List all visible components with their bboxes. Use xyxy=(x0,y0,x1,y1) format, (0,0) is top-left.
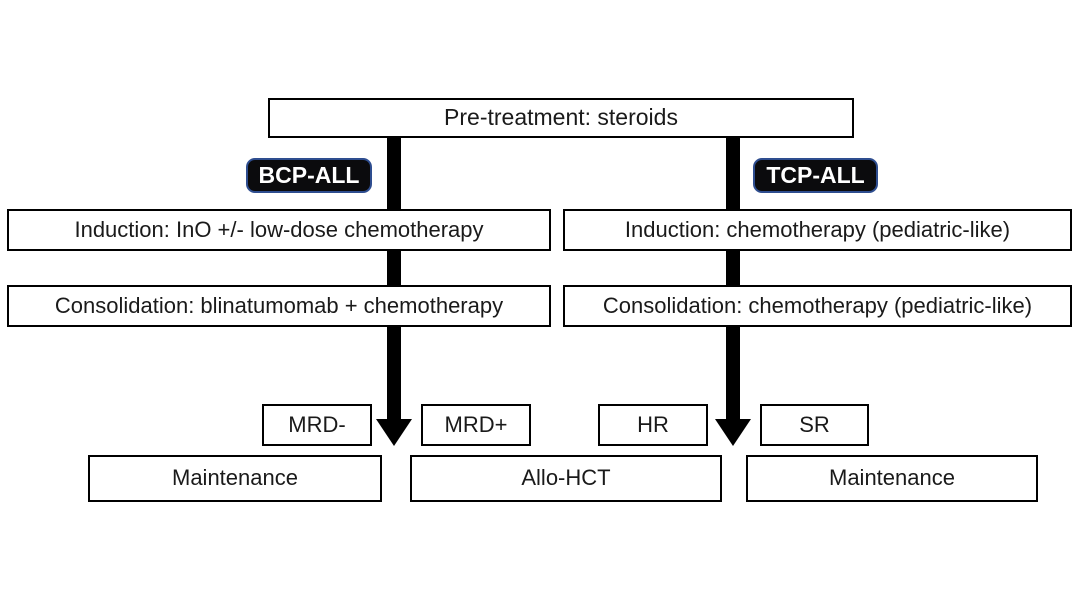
bcp-induction-box: Induction: InO +/- low-dose chemotherapy xyxy=(7,209,551,251)
tcp-consolidation-box: Consolidation: chemotherapy (pediatric-l… xyxy=(563,285,1072,327)
allo-hct-box: Allo-HCT xyxy=(410,455,722,502)
standard-risk-box: SR xyxy=(760,404,869,446)
mrd-positive-label: MRD+ xyxy=(444,411,508,437)
bcp-consolidation-label: Consolidation: blinatumomab + chemothera… xyxy=(54,292,504,318)
bcp-all-badge-label: BCP-ALL xyxy=(258,162,360,188)
high-risk-box: HR xyxy=(598,404,708,446)
tcp-induction-box: Induction: chemotherapy (pediatric-like) xyxy=(563,209,1072,251)
mrd-negative-label: MRD- xyxy=(288,411,346,437)
bcp-flow-arrowhead-icon xyxy=(376,419,412,446)
mrd-negative-box: MRD- xyxy=(262,404,372,446)
allo-hct-label: Allo-HCT xyxy=(521,465,611,491)
mrd-positive-box: MRD+ xyxy=(421,404,531,446)
tcp-flow-arrowhead-icon xyxy=(715,419,751,446)
pretreatment-box: Pre-treatment: steroids xyxy=(268,98,854,138)
tcp-all-badge: TCP-ALL xyxy=(753,158,878,193)
bcp-all-badge: BCP-ALL xyxy=(246,158,372,193)
bcp-flow-arrow-line xyxy=(387,138,401,420)
high-risk-label: HR xyxy=(637,411,669,437)
bcp-consolidation-box: Consolidation: blinatumomab + chemothera… xyxy=(7,285,551,327)
bcp-induction-label: Induction: InO +/- low-dose chemotherapy xyxy=(74,216,484,242)
tcp-induction-label: Induction: chemotherapy (pediatric-like) xyxy=(624,216,1011,242)
maintenance-right-label: Maintenance xyxy=(829,465,955,491)
standard-risk-label: SR xyxy=(799,411,830,437)
tcp-flow-arrow-line xyxy=(726,138,740,420)
maintenance-box-right: Maintenance xyxy=(746,455,1038,502)
maintenance-box-left: Maintenance xyxy=(88,455,382,502)
tcp-all-badge-label: TCP-ALL xyxy=(766,162,865,188)
maintenance-left-label: Maintenance xyxy=(172,465,298,491)
tcp-consolidation-label: Consolidation: chemotherapy (pediatric-l… xyxy=(602,292,1033,318)
pretreatment-label: Pre-treatment: steroids xyxy=(444,104,678,131)
